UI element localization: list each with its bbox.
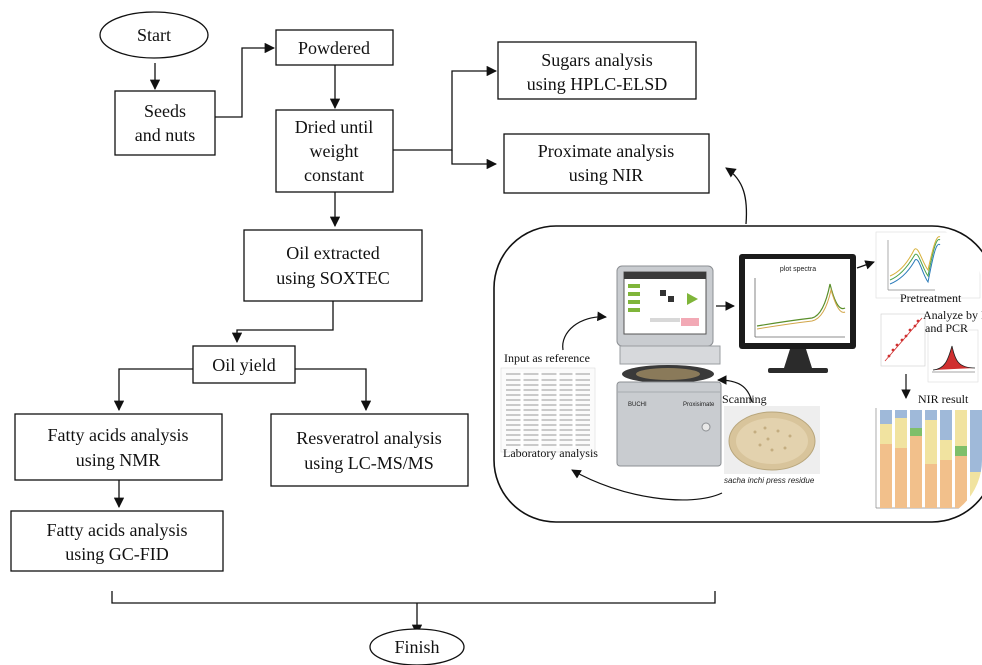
fa-gc-label-line2: using GC-FID <box>65 544 169 564</box>
node-proximate-analysis: Proximate analysis using NIR <box>503 133 710 194</box>
proximate-label-line1: Proximate analysis <box>538 141 674 161</box>
input-reference-label: Input as reference <box>504 351 590 365</box>
sugars-label-line1: Sugars analysis <box>541 50 653 70</box>
edges <box>111 42 748 636</box>
analyze-label-line1: Analyze by PLS <box>923 308 982 322</box>
laboratory-analysis-label: Laboratory analysis <box>503 446 598 460</box>
nir-device: BUCHI Proxisimate <box>616 265 722 467</box>
edge-dried-proximate <box>451 150 498 170</box>
dried-label-line2: weight <box>310 141 359 161</box>
pretreatment-label: Pretreatment <box>900 291 962 305</box>
edge-oil-yield-fa-nmr <box>113 368 193 412</box>
arrow-reference-to-device <box>562 311 607 351</box>
edge-oil-yield-resveratrol <box>295 368 372 412</box>
node-sugars-analysis: Sugars analysis using HPLC-ELSD <box>497 41 697 100</box>
pls-scatter-plot <box>880 313 926 367</box>
node-start: Start <box>99 11 209 59</box>
arrow-scanning <box>717 375 753 403</box>
nir-result-label: NIR result <box>918 392 969 406</box>
oil-yield-label: Oil yield <box>212 355 276 375</box>
edge-panel-proximate <box>725 167 748 225</box>
scanning-label: Scanning <box>722 392 767 406</box>
edge-dried-sugars <box>393 65 498 151</box>
node-resveratrol: Resveratrol analysis using LC-MS/MS <box>270 413 469 487</box>
bar-1 <box>880 410 892 508</box>
seeds-label-line2: and nuts <box>135 125 196 145</box>
edge-seeds-powdered <box>215 42 276 118</box>
merge-bracket <box>111 591 716 604</box>
bar-2 <box>895 410 907 508</box>
node-fatty-acids-gc: Fatty acids analysis using GC-FID <box>10 510 224 572</box>
bar-5 <box>940 410 952 508</box>
fa-gc-label-line1: Fatty acids analysis <box>47 520 188 540</box>
resveratrol-label-line1: Resveratrol analysis <box>296 428 441 448</box>
oil-extracted-label-line2: using SOXTEC <box>276 268 390 288</box>
powdered-label: Powdered <box>298 38 370 58</box>
analyze-label-line2: and PCR <box>925 321 968 335</box>
arrow-sample-to-lab <box>571 469 723 501</box>
node-powdered: Powdered <box>275 29 394 66</box>
lab-data-table <box>500 367 596 453</box>
nir-workflow-panel: BUCHI Proxisimate plot spectra <box>493 225 982 523</box>
pcr-peak-plot <box>927 329 979 383</box>
device-brand: Proxisimate <box>683 402 715 408</box>
bar-3 <box>910 410 922 508</box>
dried-label-line3: constant <box>304 165 364 185</box>
bar-6 <box>955 410 967 508</box>
edge-oil-extracted-oil-yield <box>231 301 334 344</box>
node-finish: Finish <box>369 628 465 665</box>
sample-dish: sacha inchi press residue <box>724 406 820 485</box>
node-dried: Dried until weight constant <box>275 109 394 193</box>
plot-spectra-label: plot spectra <box>780 266 816 273</box>
device-logo: BUCHI <box>628 402 647 408</box>
proximate-label-line2: using NIR <box>569 165 644 185</box>
resveratrol-label-line2: using LC-MS/MS <box>304 453 434 473</box>
nir-panel-border <box>493 225 982 523</box>
node-oil-extracted: Oil extracted using SOXTEC <box>243 229 423 302</box>
sample-caption: sacha inchi press residue <box>724 476 815 485</box>
nir-result-chart <box>875 408 982 509</box>
fa-nmr-label-line2: using NMR <box>76 450 161 470</box>
fa-nmr-label-line1: Fatty acids analysis <box>48 425 189 445</box>
sugars-label-line2: using HPLC-ELSD <box>527 74 668 94</box>
seeds-label-line1: Seeds <box>144 101 186 121</box>
bar-4 <box>925 410 937 508</box>
monitor: plot spectra <box>739 254 856 373</box>
finish-label: Finish <box>394 637 439 657</box>
oil-extracted-label-line1: Oil extracted <box>286 243 379 263</box>
node-fatty-acids-nmr: Fatty acids analysis using NMR <box>14 413 223 481</box>
pretreatment-plot <box>875 231 981 299</box>
arrow-monitor-to-pretreatment <box>856 260 875 270</box>
node-seeds-and-nuts: Seeds and nuts <box>114 90 216 156</box>
dried-label-line1: Dried until <box>295 117 374 137</box>
node-oil-yield: Oil yield <box>192 345 296 384</box>
start-label: Start <box>137 25 171 45</box>
